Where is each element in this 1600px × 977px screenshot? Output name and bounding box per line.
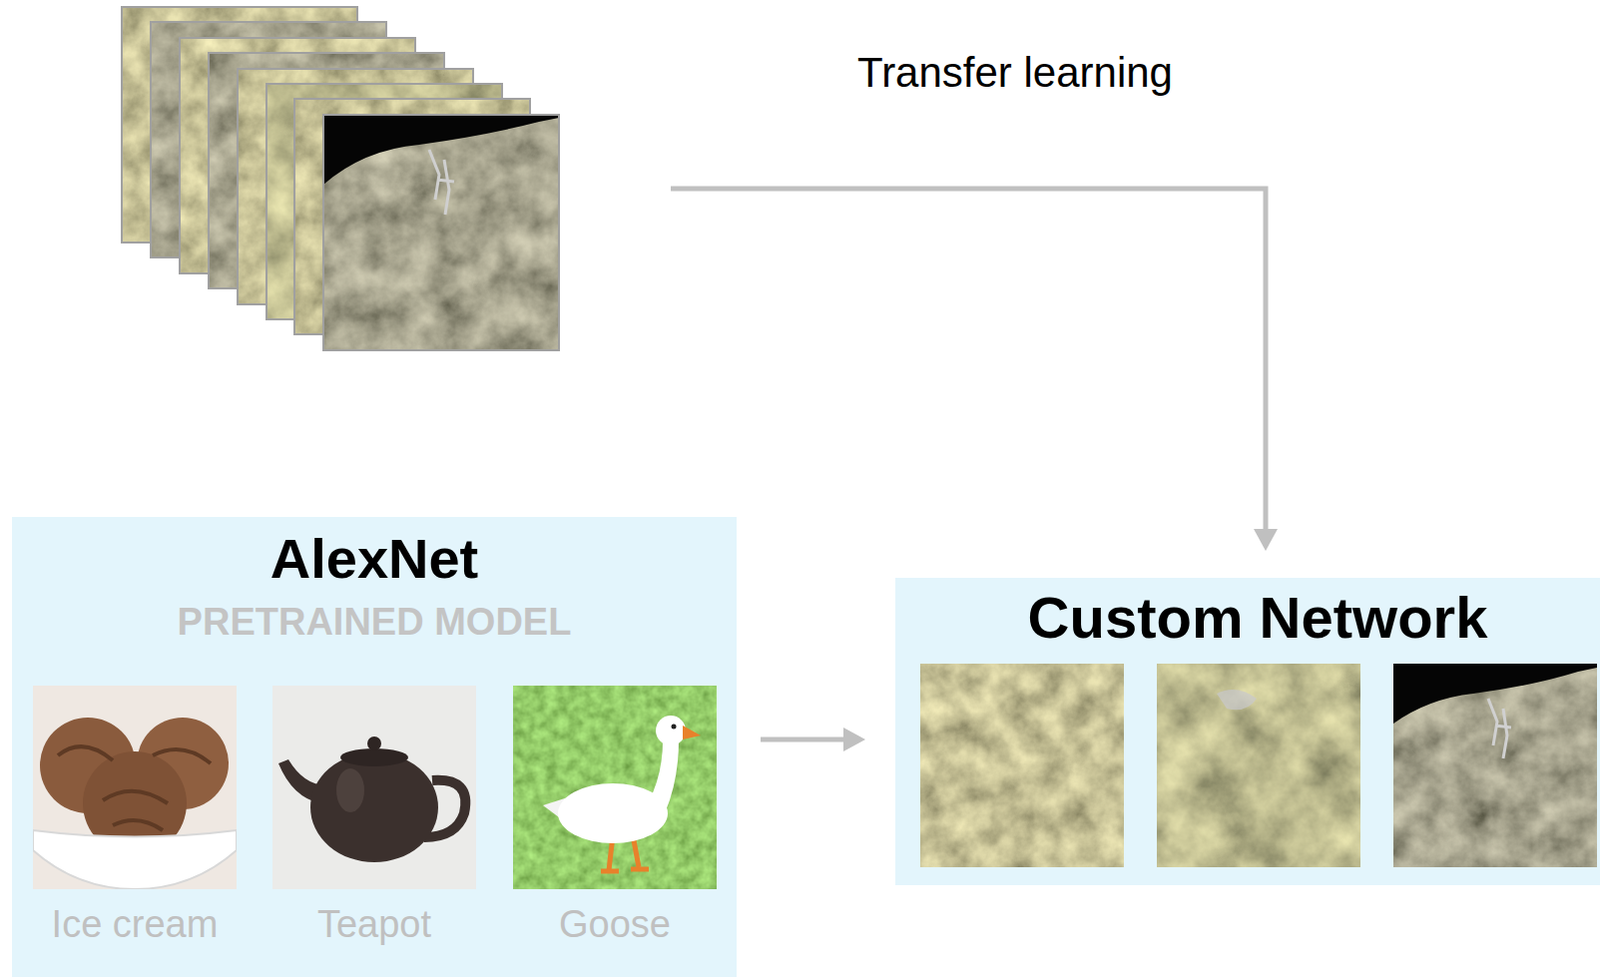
model-panel: AlexNetPRETRAINED MODEL Ice cream Teapot Go… <box>11 517 737 977</box>
ice-cream-photo <box>32 685 237 890</box>
model-subtitle: PRETRAINED MODEL <box>177 600 572 645</box>
rock-photo <box>920 663 1124 868</box>
image-caption: Ice cream <box>51 903 219 948</box>
transfer-line <box>670 188 1278 551</box>
network-title: Custom Network <box>1028 584 1489 652</box>
goose-photo <box>513 685 717 890</box>
model-panel: Custom Network <box>895 577 1600 886</box>
image-stack <box>121 6 559 351</box>
image-caption: Teapot <box>317 903 432 948</box>
rock-photo <box>1393 663 1598 868</box>
rock-photo <box>1156 663 1361 868</box>
teapot-photo <box>272 685 477 890</box>
edge-note: Transfer learning <box>857 48 1173 97</box>
transfer-arrow <box>760 727 866 752</box>
image-caption: Goose <box>558 903 671 948</box>
model-title: AlexNet <box>270 527 480 591</box>
